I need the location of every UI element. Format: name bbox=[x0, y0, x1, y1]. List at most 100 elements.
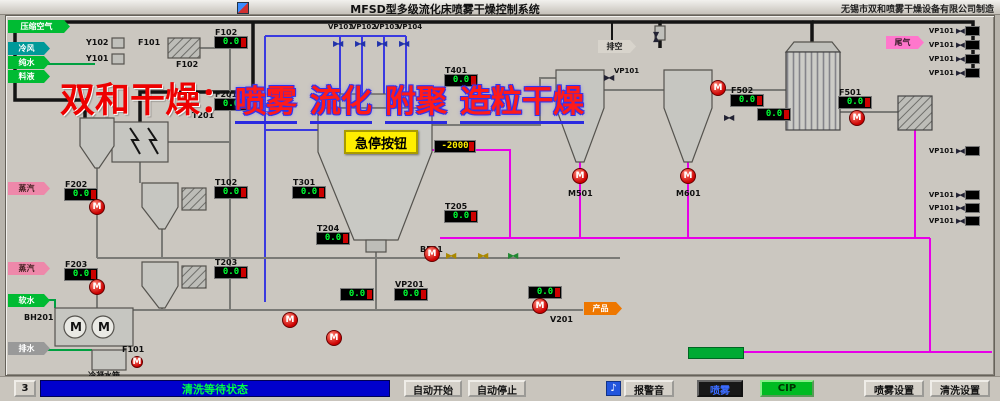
valve-icon[interactable]: ▶◀ bbox=[355, 39, 365, 48]
spray-settings-button[interactable]: 喷雾设置 bbox=[864, 380, 924, 397]
right-column-item: VP101▶◀ bbox=[928, 54, 980, 64]
cip-button[interactable]: CIP bbox=[760, 380, 814, 397]
alarm-sound-button[interactable]: 报警音 bbox=[624, 380, 674, 397]
valve-icon[interactable]: ▶◀ bbox=[956, 27, 965, 35]
valve-icon[interactable]: ▶◀ bbox=[956, 217, 965, 225]
equipment-tag: VP101 bbox=[928, 204, 954, 212]
flow-arrow-label: 尾气 bbox=[886, 36, 924, 49]
equipment-tag: Y101 bbox=[86, 54, 109, 63]
motor-pump[interactable]: M bbox=[849, 110, 865, 126]
equipment-tag: VP101 bbox=[928, 41, 954, 49]
digital-display bbox=[964, 203, 980, 213]
equipment-tag: Y102 bbox=[86, 38, 109, 47]
flow-arrow-label: 压缩空气 bbox=[8, 20, 70, 33]
auto-stop-button[interactable]: 自动停止 bbox=[468, 380, 526, 397]
equipment-tag: VP101 bbox=[928, 191, 954, 199]
valve-icon[interactable]: ▶◀ bbox=[956, 191, 965, 199]
flow-arrow-label: 蒸汽 bbox=[8, 262, 50, 275]
equipment-tag: M bbox=[98, 320, 110, 334]
flow-arrow-label: 纯水 bbox=[8, 56, 50, 69]
digital-display bbox=[964, 40, 980, 50]
digital-display bbox=[964, 190, 980, 200]
valve-icon[interactable]: ▶◀ bbox=[399, 39, 409, 48]
green-label-bar bbox=[688, 347, 744, 359]
equipment-tag: VP101 bbox=[928, 217, 954, 225]
valve-icon[interactable]: ▶◀ bbox=[446, 251, 456, 260]
right-column-item: VP101▶◀ bbox=[928, 68, 980, 78]
digital-display bbox=[964, 146, 980, 156]
digital-display bbox=[964, 26, 980, 36]
equipment-tag: V201 bbox=[550, 315, 573, 324]
equipment-tag: M601 bbox=[676, 189, 701, 198]
equipment-tag: F102 bbox=[176, 60, 199, 69]
alarm-sound-icon: ♪ bbox=[606, 381, 621, 396]
bottom-control-bar: 3 清洗等待状态 ♪ 自动开始自动停止 报警音 喷雾 CIP 喷雾设置清洗设置 bbox=[0, 376, 1000, 401]
valve-icon[interactable]: ▶◀ bbox=[956, 69, 965, 77]
right-column-item: VP101▶◀ bbox=[928, 146, 980, 156]
digital-display bbox=[964, 216, 980, 226]
motor-pump[interactable]: M bbox=[89, 279, 105, 295]
equipment-tag: VP101 bbox=[928, 55, 954, 63]
valve-icon[interactable]: ▶◀ bbox=[604, 73, 614, 82]
valve-icon[interactable]: ▶◀ bbox=[652, 31, 662, 41]
equipment-tag: VP104 bbox=[397, 23, 423, 31]
equipment-tag: M bbox=[70, 320, 82, 334]
flow-arrow-label: 产品 bbox=[584, 302, 622, 315]
right-column-item: VP101▶◀ bbox=[928, 26, 980, 36]
motor-pump[interactable]: M bbox=[532, 298, 548, 314]
valve-icon[interactable]: ▶◀ bbox=[956, 204, 965, 212]
equipment-tag: F101 bbox=[122, 345, 145, 354]
equipment-tag: VP101 bbox=[328, 23, 354, 31]
page-number-button[interactable]: 3 bbox=[14, 380, 36, 397]
motor-pump[interactable]: M bbox=[326, 330, 342, 346]
equipment-tag: VP101 bbox=[928, 147, 954, 155]
title-bar: MFSD型多级流化床喷雾干燥控制系统 无锡市双和喷雾干燥设备有限公司制造 bbox=[0, 0, 1000, 16]
motor-pump[interactable]: M bbox=[572, 168, 588, 184]
motor-pump[interactable]: M bbox=[282, 312, 298, 328]
flow-arrow-label: 冷风 bbox=[8, 42, 50, 55]
equipment-tag: 冷凝水箱 bbox=[88, 372, 120, 380]
emergency-stop-button[interactable]: 急停按钮 bbox=[344, 130, 418, 154]
clean-settings-button[interactable]: 清洗设置 bbox=[930, 380, 990, 397]
motor-pump[interactable]: M bbox=[424, 246, 440, 262]
valve-icon[interactable]: ▶◀ bbox=[377, 39, 387, 48]
equipment-tag: VP101 bbox=[928, 27, 954, 35]
valve-icon[interactable]: ▶◀ bbox=[956, 147, 965, 155]
equipment-tag: F101 bbox=[138, 38, 161, 47]
valve-icon[interactable]: ▶◀ bbox=[508, 251, 518, 260]
digital-display bbox=[964, 68, 980, 78]
digital-display: 0.0 bbox=[528, 286, 562, 299]
digital-display: -2000 bbox=[434, 140, 476, 153]
valve-icon[interactable]: ▶◀ bbox=[724, 113, 734, 122]
motor-pump[interactable]: M bbox=[680, 168, 696, 184]
manufacturer-label: 无锡市双和喷雾干燥设备有限公司制造 bbox=[840, 5, 994, 15]
digital-display: 0.0 bbox=[340, 288, 374, 301]
valve-icon[interactable]: ▶◀ bbox=[333, 39, 343, 48]
status-bar: 清洗等待状态 bbox=[40, 380, 390, 397]
right-column-item: VP101▶◀ bbox=[928, 203, 980, 213]
equipment-tag: T201 bbox=[192, 111, 215, 120]
motor-pump[interactable]: M bbox=[710, 80, 726, 96]
spray-button[interactable]: 喷雾 bbox=[697, 380, 743, 397]
flow-arrow-label: 蒸汽 bbox=[8, 182, 50, 195]
auto-start-button[interactable]: 自动开始 bbox=[404, 380, 462, 397]
motor-pump[interactable]: M bbox=[89, 199, 105, 215]
equipment-tag: VP102 bbox=[351, 23, 377, 31]
right-column-item: VP101▶◀ bbox=[928, 190, 980, 200]
valve-icon[interactable]: ▶◀ bbox=[956, 55, 965, 63]
valve-icon[interactable]: ▶◀ bbox=[478, 251, 488, 260]
valve-icon[interactable]: ▶◀ bbox=[956, 41, 965, 49]
digital-display: 0.0 bbox=[757, 108, 791, 121]
window-icon bbox=[237, 2, 249, 14]
motor-pump[interactable]: M bbox=[131, 356, 143, 368]
equipment-tag: VP103 bbox=[374, 23, 400, 31]
